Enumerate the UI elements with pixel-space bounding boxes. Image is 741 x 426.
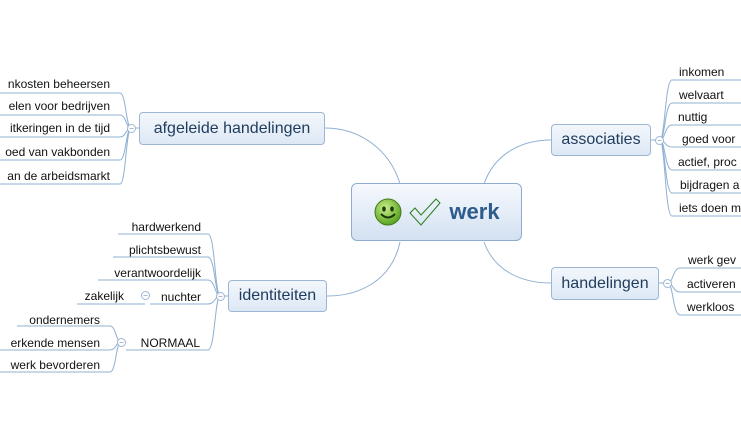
topic-identiteiten[interactable]: identiteiten bbox=[228, 280, 327, 312]
topic-label: afgeleide handelingen bbox=[153, 119, 311, 137]
central-topic-label: werk bbox=[449, 199, 500, 224]
leaf-item[interactable]: bijdragen a bbox=[680, 178, 740, 192]
leaf-item[interactable]: oed van vakbonden bbox=[5, 145, 110, 159]
topic-label: handelingen bbox=[561, 274, 649, 292]
checkmark-icon bbox=[409, 198, 442, 226]
leaf-item[interactable]: werk bevorderen bbox=[10, 358, 100, 372]
leaf-item[interactable]: werkloos bbox=[687, 300, 735, 314]
leaf-item[interactable]: zakelijk bbox=[84, 289, 124, 303]
leaf-item[interactable]: ondernemers bbox=[29, 313, 100, 327]
leaf-item[interactable]: itkeringen in de tijd bbox=[9, 121, 110, 135]
leaf-item[interactable]: activeren bbox=[687, 277, 736, 291]
collapse-toggle-icon[interactable]: − bbox=[655, 136, 664, 145]
leaf-item[interactable]: actief, proc bbox=[678, 155, 737, 169]
topic-associaties[interactable]: associaties bbox=[551, 124, 651, 156]
leaf-item[interactable]: werk gev bbox=[688, 253, 737, 267]
leaf-item[interactable]: nkosten beheersen bbox=[7, 77, 110, 91]
leaf-item[interactable]: goed voor bbox=[682, 132, 736, 146]
collapse-toggle-icon[interactable]: − bbox=[216, 292, 225, 301]
collapse-toggle-icon[interactable]: − bbox=[663, 279, 672, 288]
topic-afgeleide-handelingen[interactable]: afgeleide handelingen bbox=[139, 112, 325, 145]
collapse-toggle-icon[interactable]: − bbox=[127, 124, 136, 133]
topic-label: associaties bbox=[561, 131, 641, 148]
central-topic-werk[interactable]: werk bbox=[351, 183, 522, 241]
leaf-item-normaal[interactable]: NORMAAL bbox=[140, 336, 200, 350]
leaf-item[interactable]: elen voor bedrijven bbox=[8, 99, 110, 113]
leaf-item[interactable]: verantwoordelijk bbox=[114, 266, 201, 280]
leaf-item[interactable]: iets doen m bbox=[679, 201, 741, 215]
leaf-item-nuchter[interactable]: nuchter bbox=[160, 290, 201, 304]
leaf-item[interactable]: inkomen bbox=[679, 65, 725, 79]
leaf-item[interactable]: hardwerkend bbox=[131, 220, 201, 234]
topic-label: identiteiten bbox=[238, 287, 317, 304]
leaf-item[interactable]: erkende mensen bbox=[10, 336, 100, 350]
topic-handelingen[interactable]: handelingen bbox=[551, 267, 659, 300]
collapse-toggle-icon[interactable]: − bbox=[141, 291, 150, 300]
collapse-toggle-icon[interactable]: − bbox=[117, 338, 126, 347]
leaf-item[interactable]: nuttig bbox=[678, 110, 708, 124]
leaf-item[interactable]: an de arbeidsmarkt bbox=[7, 169, 110, 183]
smiley-icon bbox=[374, 198, 402, 226]
leaf-item[interactable]: plichtsbewust bbox=[128, 243, 201, 257]
leaf-item[interactable]: welvaart bbox=[679, 88, 724, 102]
